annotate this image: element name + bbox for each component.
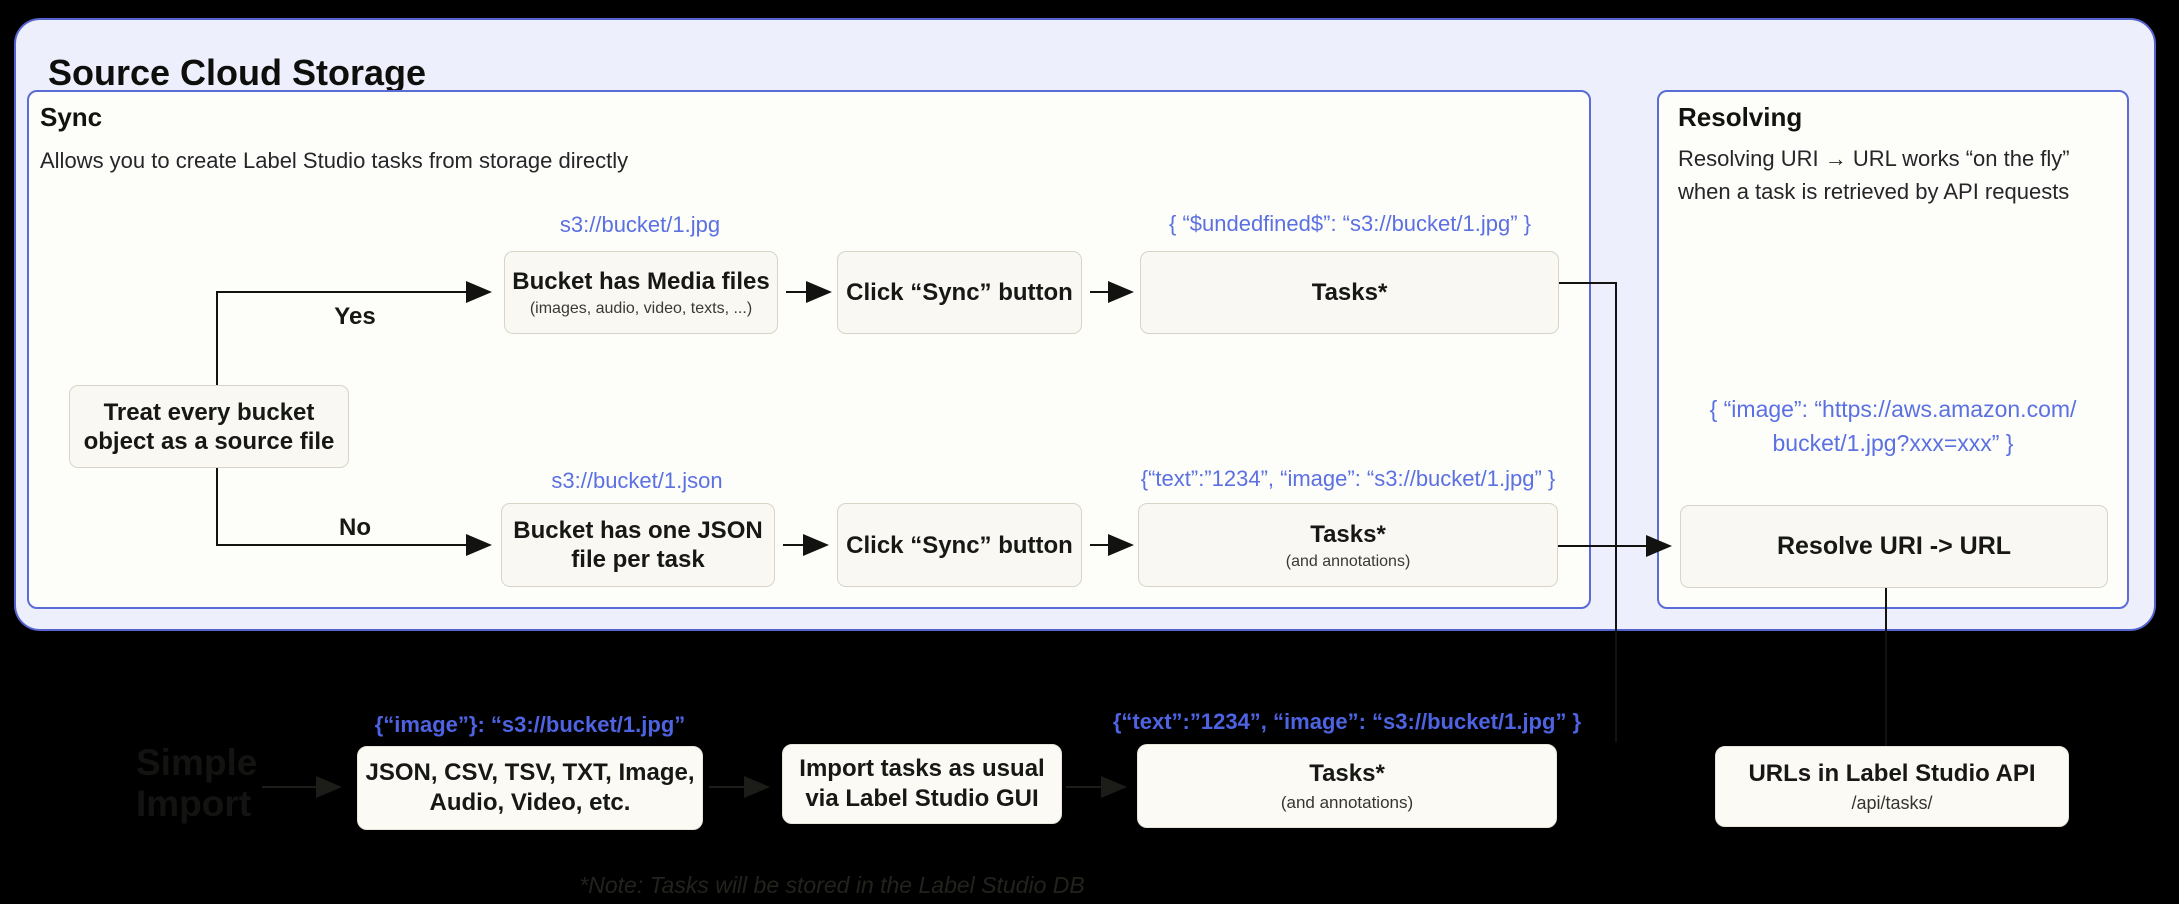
json-per-task-node: Bucket has one JSON file per task [501, 503, 775, 587]
bottom-section-tasks-box-subtitle: (and annotations) [1280, 793, 1414, 812]
media-files-node-title: Bucket has Media files [512, 268, 770, 295]
click-sync-node-bottom-label: Click “Sync” button [846, 531, 1073, 559]
tasks-node-top-title: Tasks* [1311, 279, 1388, 306]
json-per-task-node-title: Bucket has one JSON file per task [513, 517, 763, 573]
urls-api-box-subtitle: /api/tasks/ [1851, 793, 1933, 813]
decision-node-label: Treat every bucket object as a source fi… [83, 398, 335, 455]
bottom-section-tasks-box: Tasks* (and annotations) [1137, 744, 1557, 828]
urls-api-box-title: URLs in Label Studio API [1748, 760, 2036, 787]
resolving-subtitle: Resolving URI → URL works “on the fly” w… [1678, 146, 2070, 204]
tasks-node-bottom-title: Tasks* [1310, 520, 1386, 548]
formats-json-label: {“image”}: “s3://bucket/1.jpg” [374, 712, 686, 737]
import-gui-box-label: Import tasks as usual via Label Studio G… [799, 755, 1045, 812]
resolving-heading: Resolving [1678, 102, 1803, 132]
bottom-section-tasks-json-label: {“text”:”1234”, “image”: “s3://bucket/1.… [1112, 709, 1582, 734]
click-sync-node-top-label: Click “Sync” button [846, 279, 1073, 306]
formats-box: JSON, CSV, TSV, TXT, Image, Audio, Video… [357, 746, 703, 830]
tasks-node-top: Tasks* [1140, 251, 1559, 334]
resolve-uri-node-label: Resolve URI -> URL [1776, 532, 2012, 560]
tasks-node-bottom-subtitle: (and annotations) [1285, 552, 1411, 570]
footnote: *Note: Tasks will be stored in the Label… [579, 872, 1085, 898]
top-uri-label: s3://bucket/1.jpg [559, 212, 721, 237]
bottom-tasks-json-label: {“text”:”1234”, “image”: “s3://bucket/1.… [1140, 466, 1556, 491]
click-sync-node-bottom: Click “Sync” button [837, 503, 1082, 587]
decision-node-treat-bucket-object: Treat every bucket object as a source fi… [69, 385, 349, 468]
sync-heading: Sync [40, 102, 103, 132]
tasks-node-bottom: Tasks* (and annotations) [1138, 503, 1558, 587]
page-title: Source Cloud Storage [48, 52, 427, 93]
bottom-uri-label: s3://bucket/1.json [551, 468, 723, 493]
resolve-uri-node: Resolve URI -> URL [1680, 505, 2108, 588]
media-files-node-subtitle: (images, audio, video, texts, ...) [529, 300, 753, 317]
click-sync-node-top: Click “Sync” button [837, 251, 1082, 334]
formats-box-label: JSON, CSV, TSV, TXT, Image, Audio, Video… [365, 759, 695, 816]
bottom-section-tasks-box-title: Tasks* [1309, 760, 1385, 787]
media-files-node: Bucket has Media files (images, audio, v… [504, 251, 778, 334]
yes-branch-label: Yes [334, 303, 376, 330]
import-gui-box: Import tasks as usual via Label Studio G… [782, 744, 1062, 824]
top-tasks-json-label: { “$undedfined$”: “s3://bucket/1.jpg” } [1168, 211, 1531, 236]
sync-subtitle: Allows you to create Label Studio tasks … [40, 148, 629, 173]
no-branch-label: No [339, 514, 371, 541]
resolved-json-label: { “image”: “https://aws.amazon.com/ buck… [1709, 396, 2077, 456]
urls-api-box: URLs in Label Studio API /api/tasks/ [1715, 746, 2069, 827]
simple-import-label: Simple Import [136, 742, 258, 824]
